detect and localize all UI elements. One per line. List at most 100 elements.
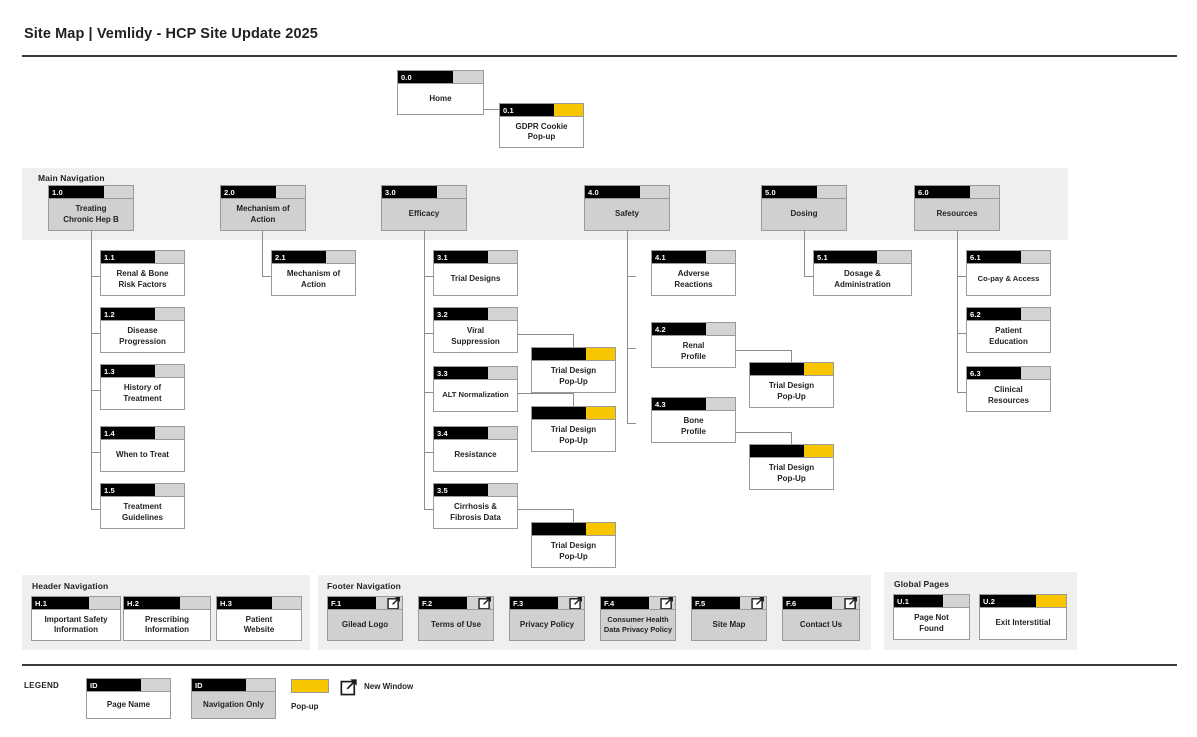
legend-popup-swatch xyxy=(291,679,329,693)
node-safety[interactable]: 4.0 Safety xyxy=(584,185,670,231)
node-contact-us[interactable]: F.6 Contact Us xyxy=(782,596,860,641)
header-black-bar xyxy=(894,595,943,607)
node-label-text: Gilead Logo xyxy=(341,619,389,629)
connector xyxy=(573,509,574,523)
new-window-icon xyxy=(660,597,673,609)
node-label-text: Co-pay & Access xyxy=(977,274,1040,284)
node-header: 6.1 xyxy=(966,250,1051,263)
node-header: 3.1 xyxy=(433,250,518,263)
node-id: 1.3 xyxy=(104,367,115,376)
node-label-text: Efficacy xyxy=(408,209,440,219)
node-label-text: Dosing xyxy=(790,209,818,219)
header-accent-bar xyxy=(140,679,170,691)
node-header: 0.1 xyxy=(499,103,584,116)
node-exit-interstitial[interactable]: U.2 Exit Interstitial xyxy=(979,594,1067,640)
header-accent-bar xyxy=(154,251,184,263)
node-header: 1.2 xyxy=(100,307,185,320)
node-efficacy[interactable]: 3.0 Efficacy xyxy=(381,185,467,231)
node-when-to-treat[interactable]: 1.4 When to Treat xyxy=(100,426,185,472)
node-privacy-policy[interactable]: F.3 Privacy Policy xyxy=(509,596,585,641)
main-navigation-label: Main Navigation xyxy=(38,173,105,183)
node-resistance[interactable]: 3.4 Resistance xyxy=(433,426,518,472)
node-gilead-logo[interactable]: F.1 Gilead Logo xyxy=(327,596,403,641)
node-id: 0.1 xyxy=(503,106,514,115)
connector xyxy=(627,231,628,423)
node-id: 6.2 xyxy=(970,310,981,319)
node-header: 6.0 xyxy=(914,185,1000,198)
node-header xyxy=(531,347,616,360)
node-header: 6.3 xyxy=(966,366,1051,379)
new-window-icon xyxy=(387,597,400,609)
node-id: 6.0 xyxy=(918,188,929,197)
header-black-bar xyxy=(510,597,559,609)
node-id: F.6 xyxy=(786,599,797,608)
node-resources[interactable]: 6.0 Resources xyxy=(914,185,1000,231)
header-black-bar xyxy=(87,679,141,691)
node-header: H.1 xyxy=(31,596,121,609)
node-co-pay-access[interactable]: 6.1 Co-pay & Access xyxy=(966,250,1051,296)
connector xyxy=(627,423,636,424)
header-accent-bar xyxy=(487,308,517,320)
node-header: 1.3 xyxy=(100,364,185,377)
node-dosage-administration[interactable]: 5.1 Dosage &Administration xyxy=(813,250,912,296)
node-home[interactable]: 0.0 Home xyxy=(397,70,484,115)
node-alt-normalization[interactable]: 3.3 ALT Normalization xyxy=(433,366,518,412)
page-title: Site Map | Vemlidy - HCP Site Update 202… xyxy=(24,26,318,42)
node-site-map[interactable]: F.5 Site Map xyxy=(691,596,767,641)
connector xyxy=(91,452,100,453)
node-trial-designs[interactable]: 3.1 Trial Designs xyxy=(433,250,518,296)
header-black-bar xyxy=(601,597,650,609)
node-dosing[interactable]: 5.0 Dosing xyxy=(761,185,847,231)
node-id: 3.0 xyxy=(385,188,396,197)
node-header: 2.1 xyxy=(271,250,356,263)
node-terms-of-use[interactable]: F.2 Terms of Use xyxy=(418,596,494,641)
connector xyxy=(957,392,966,393)
legend-navonly-sample: ID Navigation Only xyxy=(191,678,276,719)
header-accent-bar xyxy=(487,367,517,379)
header-black-bar xyxy=(434,308,488,320)
header-accent-bar xyxy=(325,251,355,263)
node-header: 3.0 xyxy=(381,185,467,198)
header-black-bar xyxy=(967,308,1021,320)
node-header: 6.2 xyxy=(966,307,1051,320)
node-header xyxy=(749,362,834,375)
node-cirrhosis-fibrosis-data[interactable]: 3.5 Cirrhosis &Fibrosis Data xyxy=(433,483,518,529)
header-black-bar xyxy=(328,597,377,609)
node-label: Dosage &Administration xyxy=(813,263,912,296)
node-id: 2.0 xyxy=(224,188,235,197)
